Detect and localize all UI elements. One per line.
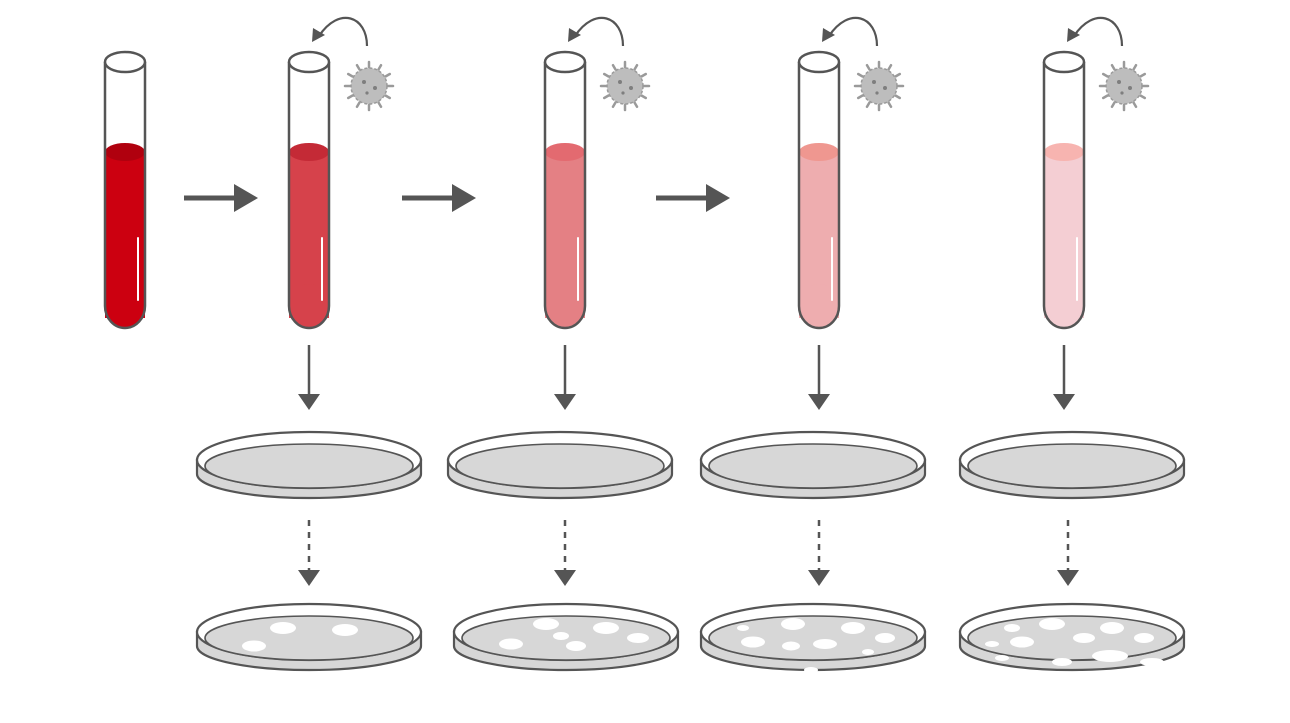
transfer-arrow-3-4 [656,184,730,212]
plaque [841,622,865,634]
petri-dish-plaques-5 [958,602,1186,677]
infection-arrow-3 [568,16,625,47]
plating-arrow-4 [808,345,830,410]
incubation-arrow-4 [808,520,830,586]
plaque [566,641,586,651]
tube-2-glass [287,62,331,330]
petri-dish-top-4 [699,430,927,500]
test-tube-2 [287,50,331,330]
tube-4-liquid-bottom [799,284,839,328]
petri-dish-plaques-4 [699,602,927,673]
tube-3-liquid-surface [545,143,585,161]
plaque [1039,618,1065,630]
tube-5-glass [1042,62,1086,330]
plaque [1073,633,1095,643]
tube-5-liquid-surface [1044,143,1084,161]
plaque [741,636,765,648]
test-tube-3 [543,50,587,330]
petri-dish-top-3 [446,430,674,500]
plaque [782,641,800,651]
plaque [533,618,559,630]
plaque [737,625,749,631]
tube-3-glass [543,62,587,330]
plaque [332,624,358,636]
plaque [1004,624,1020,632]
plaque [813,639,837,649]
tube-4-liquid-surface [799,143,839,161]
tube-1-liquid-bottom [105,284,145,328]
plaque [553,632,569,640]
tube-4-glass [797,62,841,330]
test-tube-5 [1042,50,1086,330]
tube-3-rim [543,50,587,74]
virus-icon-4 [853,60,905,112]
plaque [499,638,523,650]
plaque [862,649,874,655]
petri-dish-plaques-2 [195,602,423,672]
plaque [995,655,1009,661]
virus-icon-3 [599,60,651,112]
plaque [875,633,895,643]
infection-arrow-4 [822,16,879,47]
incubation-arrow-3 [554,520,576,586]
virus-icon-5 [1098,60,1150,112]
transfer-arrow-2-3 [402,184,476,212]
petri-dish-top-5 [958,430,1186,500]
test-tube-1 [103,50,147,330]
petri-dish-top-2 [195,430,423,500]
plaque [1100,622,1124,634]
plaque [985,641,999,647]
bottom-dishes-row [195,602,1186,677]
plaque [593,622,619,634]
plaque [627,633,649,643]
plaque [804,667,818,673]
plaque [1010,636,1034,648]
plaque [270,622,296,634]
incubation-arrow-5 [1057,520,1079,586]
tube-1-glass [103,62,147,330]
tube-5-liquid-bottom [1044,284,1084,328]
plaque [1074,671,1090,677]
virus-icon-2 [343,60,395,112]
test-tube-4 [797,50,841,330]
plaque [242,640,266,652]
plaque [1140,658,1164,666]
tube-3-liquid-bottom [545,284,585,328]
plating-arrow-5 [1053,345,1075,410]
plaque [1052,658,1072,666]
plaque [781,618,805,630]
tube-5-rim [1042,50,1086,74]
incubation-arrow-2 [298,520,320,586]
plaque [1134,633,1154,643]
plating-arrow-3 [554,345,576,410]
infection-arrow-5 [1067,16,1124,47]
tube-2-liquid-surface [289,143,329,161]
infection-arrow-2 [312,16,369,47]
tube-2-rim [287,50,331,74]
transfer-arrow-1-2 [184,184,258,212]
tube-1-rim [103,50,147,74]
plaque [1092,650,1128,662]
tube-2-liquid-bottom [289,284,329,328]
tube-4-rim [797,50,841,74]
plating-arrow-2 [298,345,320,410]
top-dishes-row [195,430,1186,500]
tube-1-liquid-surface [105,143,145,161]
petri-dish-plaques-3 [452,602,680,672]
virus-layer [312,16,1150,112]
